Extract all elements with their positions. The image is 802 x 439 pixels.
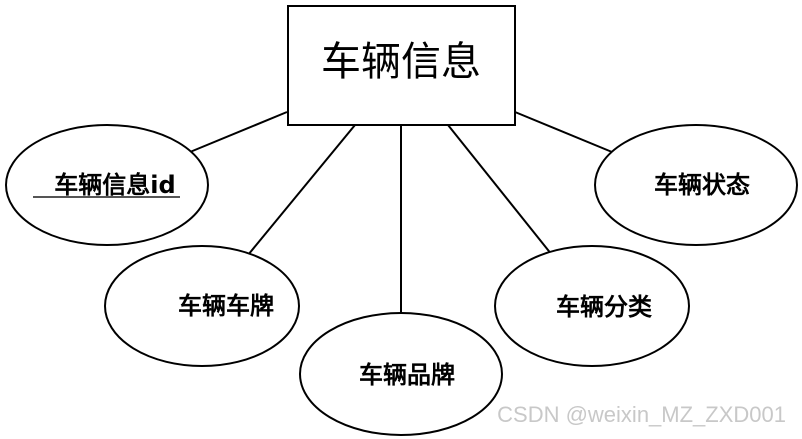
attribute-ellipse-vehicle-id [5,124,209,246]
edge-entity-to-status [514,111,613,153]
attribute-ellipse-status [594,124,798,246]
attribute-label-category: 车辆分类 [556,293,653,321]
entity-label: 车辆信息 [321,39,481,85]
attribute-status: 车辆状态 [594,124,798,246]
attribute-plate: 车辆车牌 [104,245,300,367]
attribute-ellipse-category [494,245,690,367]
attribute-label-plate: 车辆车牌 [178,292,274,320]
attribute-vehicle-id: 车辆信息id [5,124,209,246]
attribute-brand: 车辆品牌 [299,312,503,436]
attribute-label-brand: 车辆品牌 [359,361,455,389]
entity-vehicle-info: 车辆信息 [287,5,516,126]
attribute-label-vehicle-id: 车辆信息id [54,171,175,199]
attribute-ellipse-brand [299,312,503,436]
watermark: CSDN @weixin_MZ_ZXD001 [497,402,786,427]
attribute-label-status: 车辆状态 [654,171,750,199]
edge-entity-to-category [447,124,553,256]
entity-box [287,5,516,126]
attribute-category: 车辆分类 [494,245,690,367]
attribute-ellipse-plate [104,245,300,367]
edge-entity-to-plate [247,124,356,256]
edge-entity-to-vehicle-id [189,111,288,153]
